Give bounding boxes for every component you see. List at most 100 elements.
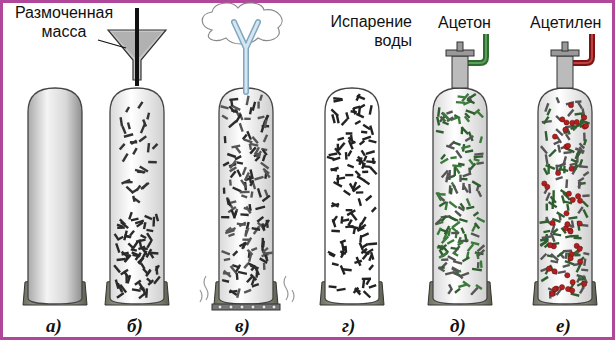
mass-particle	[223, 188, 226, 194]
mass-particle	[244, 117, 250, 120]
mass-particle	[361, 243, 369, 249]
mass-particle	[257, 188, 262, 198]
mass-particle	[440, 158, 449, 164]
mass-particle	[236, 273, 239, 280]
acetylene-dot	[552, 269, 557, 274]
mass-particle	[556, 97, 561, 104]
mass-particle	[155, 214, 159, 222]
mass-particle	[557, 144, 561, 152]
mass-particle	[259, 94, 263, 101]
mass-particle	[459, 175, 461, 182]
mass-particle	[140, 234, 147, 239]
mass-particle	[228, 120, 237, 128]
mass-particle	[331, 114, 336, 123]
acetylene-dot	[570, 197, 575, 202]
mass-particle	[331, 230, 340, 233]
mass-particle	[472, 180, 482, 187]
mass-particle	[152, 217, 155, 227]
mass-particle	[583, 171, 590, 177]
mass-particle	[250, 191, 253, 197]
mass-particle	[578, 278, 584, 281]
mass-particle	[345, 174, 353, 176]
mass-particle	[327, 251, 335, 257]
mass-particle	[331, 202, 339, 208]
mass-particle	[577, 102, 583, 109]
acetylene-dot	[568, 229, 573, 234]
mass-particle	[565, 179, 568, 188]
mass-particle	[263, 134, 268, 142]
mass-particle	[252, 136, 259, 144]
mass-particle	[456, 101, 466, 104]
mass-particle	[450, 216, 459, 221]
mass-particle	[462, 172, 471, 177]
mass-particle	[336, 288, 345, 292]
mass-particle	[540, 238, 549, 242]
mass-particle	[476, 161, 484, 165]
mass-particle	[552, 190, 555, 200]
mass-particle	[260, 162, 269, 170]
mass-particle	[144, 215, 152, 220]
mass-particle	[477, 190, 482, 197]
mass-particle	[249, 169, 253, 179]
gas-cylinder	[433, 88, 487, 304]
mass-particle	[119, 143, 126, 150]
mass-particle	[230, 99, 233, 106]
mass-particle	[131, 217, 139, 221]
mass-particle	[130, 139, 137, 145]
mass-particle	[361, 163, 366, 170]
mass-particle	[436, 117, 440, 126]
mass-particle	[539, 220, 548, 224]
mass-particle	[545, 154, 549, 164]
mass-particle	[358, 198, 362, 206]
mass-particle	[262, 195, 271, 203]
mass-particle	[331, 203, 340, 208]
mass-particle	[567, 109, 574, 117]
mass-particle	[261, 238, 264, 248]
mass-particle	[356, 113, 365, 119]
mass-particle	[249, 143, 258, 147]
mass-particle	[465, 109, 475, 115]
mass-particle	[246, 96, 250, 106]
mass-particle	[239, 123, 244, 132]
mass-particle	[136, 221, 144, 227]
callout-label: Ацетилен	[530, 13, 601, 32]
mass-particle	[338, 142, 346, 151]
mass-particle	[347, 209, 356, 216]
mass-particle	[470, 287, 478, 296]
mass-particle	[369, 284, 377, 289]
mass-particle	[574, 254, 580, 257]
mass-particle	[124, 234, 131, 238]
mass-particle	[242, 167, 247, 176]
mass-particle	[546, 108, 551, 115]
mass-particle	[358, 157, 362, 165]
mass-particle	[246, 131, 252, 140]
gas-cylinder	[538, 88, 592, 304]
mass-particle	[447, 239, 455, 245]
mass-particle	[115, 279, 120, 289]
mass-particle	[114, 233, 120, 241]
mass-particle	[566, 204, 570, 211]
mass-particle	[436, 227, 442, 235]
mass-particle	[337, 137, 344, 141]
mass-particle	[255, 205, 265, 210]
mass-particle	[221, 115, 228, 121]
mass-particle	[252, 102, 257, 111]
mass-particle	[368, 255, 372, 261]
mass-particle	[129, 230, 135, 236]
mass-particle	[257, 115, 264, 119]
mass-particle	[247, 249, 254, 256]
mass-particle	[368, 139, 376, 143]
mass-particle	[473, 211, 479, 217]
mass-particle	[450, 188, 453, 194]
mass-particle	[454, 167, 456, 176]
mass-particle	[341, 118, 348, 126]
mass-particle	[147, 143, 150, 153]
mass-particle	[361, 131, 367, 134]
mass-particle	[331, 167, 339, 172]
mass-particle	[240, 213, 248, 216]
mass-particle	[465, 135, 474, 142]
mass-particle	[263, 119, 267, 128]
mass-particle	[345, 112, 349, 119]
mass-particle	[223, 270, 232, 278]
